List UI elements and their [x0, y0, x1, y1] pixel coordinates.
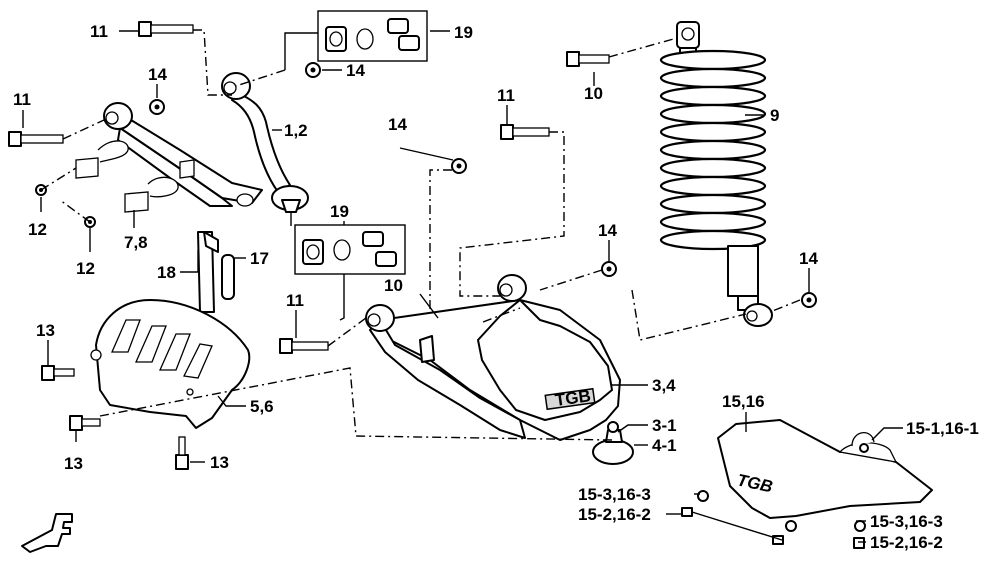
callout-18: 18 [157, 263, 176, 282]
callout-14-shock: 14 [799, 249, 818, 268]
callout-4-1: 4-1 [652, 436, 677, 455]
callout-15-3-16-3-a: 15-3,16-3 [578, 485, 651, 504]
callout-14-top-b: 14 [148, 65, 167, 84]
callout-3-1: 3-1 [652, 416, 677, 435]
callout-13-b: 13 [64, 454, 83, 473]
callout-14-top-a: 14 [346, 61, 365, 80]
leader-lines [22, 29, 903, 543]
callout-19-mid: 19 [330, 202, 349, 221]
callout-10-left: 10 [384, 276, 403, 295]
callout-15-2-16-2-a: 15-2,16-2 [578, 505, 651, 524]
arm-cover-logo: TGB [554, 386, 592, 410]
callout-3-4: 3,4 [652, 376, 676, 395]
upper-a-arm [103, 72, 309, 226]
callout-12-a: 12 [28, 220, 47, 239]
front-direction-icon [21, 513, 73, 553]
callout-15-2-16-2-b: 15-2,16-2 [870, 533, 943, 552]
callout-15-16: 15,16 [722, 392, 765, 411]
callout-7-8: 7,8 [124, 233, 148, 252]
callout-1-2: 1,2 [284, 121, 308, 140]
skid-plate: TGB [681, 419, 933, 549]
callout-14-arm: 14 [598, 221, 617, 240]
callout-10-top: 10 [584, 84, 603, 103]
callout-11-top: 11 [90, 22, 108, 41]
callout-15-3-16-3-b: 15-3,16-3 [870, 512, 943, 531]
callout-11-mid: 11 [497, 86, 515, 105]
callout-labels: 11 19 14 14 11 1,2 12 12 7,8 18 17 19 14… [13, 22, 979, 552]
arm-guard-5-6 [90, 299, 251, 429]
bushing-kit-top [317, 10, 428, 62]
callout-17: 17 [250, 249, 269, 268]
lower-a-arm: TGB [365, 274, 634, 465]
bushing-kit-middle [294, 224, 406, 275]
callout-15-1-16-1: 15-1,16-1 [906, 419, 979, 438]
callout-9: 9 [770, 106, 779, 125]
callout-14-mid: 14 [388, 115, 407, 134]
callout-19-top: 19 [454, 23, 473, 42]
callout-12-b: 12 [76, 259, 95, 278]
shock-absorber [659, 21, 773, 327]
callout-11-left: 11 [13, 90, 31, 109]
callout-11-lower: 11 [286, 291, 304, 310]
callout-13-a: 13 [36, 321, 55, 340]
callout-5-6: 5,6 [250, 397, 274, 416]
callout-13-c: 13 [210, 453, 229, 472]
shock-coil-spring [659, 49, 767, 251]
parts-17-18 [197, 231, 235, 313]
mount-brackets [75, 140, 195, 213]
